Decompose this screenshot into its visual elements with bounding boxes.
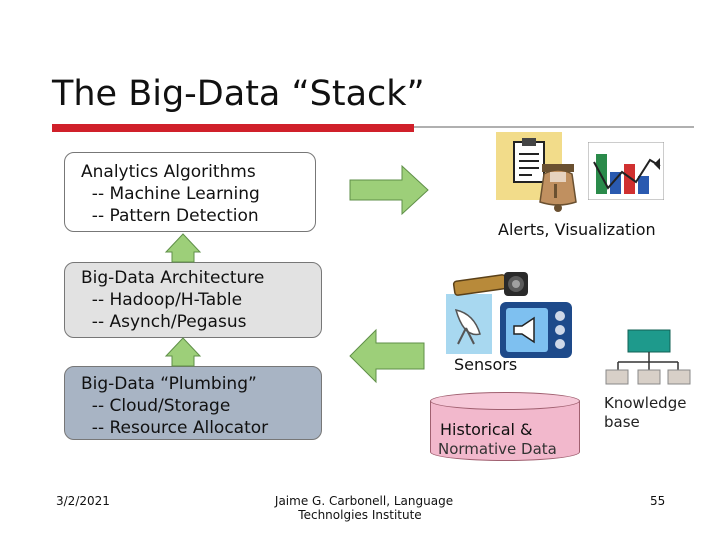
analytics-item: -- Machine Learning bbox=[81, 184, 260, 204]
liberty-bell-icon bbox=[539, 164, 577, 212]
plumbing-item: -- Cloud/Storage bbox=[81, 396, 231, 416]
historical-label-line1: Historical & bbox=[440, 420, 533, 439]
knowledge-base-label-line2: base bbox=[604, 413, 640, 431]
footer-page-number: 55 bbox=[650, 494, 666, 508]
footer-author: Jaime G. Carbonell, Language Technolgies… bbox=[268, 494, 468, 522]
up-arrow-icon bbox=[164, 337, 202, 367]
plumbing-item: -- Resource Allocator bbox=[81, 418, 269, 438]
architecture-item: -- Hadoop/H-Table bbox=[81, 290, 243, 310]
alerts-visualization-label: Alerts, Visualization bbox=[498, 220, 656, 239]
historical-label-line2: Normative Data bbox=[438, 440, 557, 458]
footer-author-line1: Jaime G. Carbonell, Language bbox=[274, 494, 454, 508]
monitor-megaphone-icon bbox=[500, 302, 572, 358]
footer-date: 3/2/2021 bbox=[56, 494, 110, 508]
knowledge-base-label-line1: Knowledge bbox=[604, 394, 687, 412]
title-underline-gray bbox=[414, 126, 694, 128]
slide-title: The Big-Data “Stack” bbox=[52, 74, 425, 114]
analytics-item: -- Pattern Detection bbox=[81, 206, 259, 226]
architecture-item: -- Asynch/Pegasus bbox=[81, 312, 247, 332]
bar-chart-icon bbox=[588, 142, 664, 200]
architecture-heading: Big-Data Architecture bbox=[81, 268, 265, 288]
telescope-icon bbox=[452, 272, 528, 296]
sensors-label: Sensors bbox=[454, 355, 518, 374]
left-arrow-icon bbox=[349, 328, 425, 384]
sensors-icon-group bbox=[446, 272, 528, 354]
up-arrow-icon bbox=[164, 233, 202, 263]
plumbing-heading: Big-Data “Plumbing” bbox=[81, 374, 257, 394]
hierarchy-tree-icon bbox=[605, 329, 691, 385]
footer-author-line2: Technolgies Institute bbox=[298, 508, 422, 522]
satellite-dish-icon bbox=[446, 294, 492, 354]
historical-data-cylinder-top bbox=[430, 392, 580, 410]
analytics-heading: Analytics Algorithms bbox=[81, 162, 256, 182]
historical-data-cylinder bbox=[430, 401, 580, 461]
analytics-algorithms-box: Analytics Algorithms -- Machine Learning… bbox=[64, 152, 316, 232]
title-underline-red bbox=[52, 124, 414, 132]
right-arrow-icon bbox=[349, 164, 429, 216]
